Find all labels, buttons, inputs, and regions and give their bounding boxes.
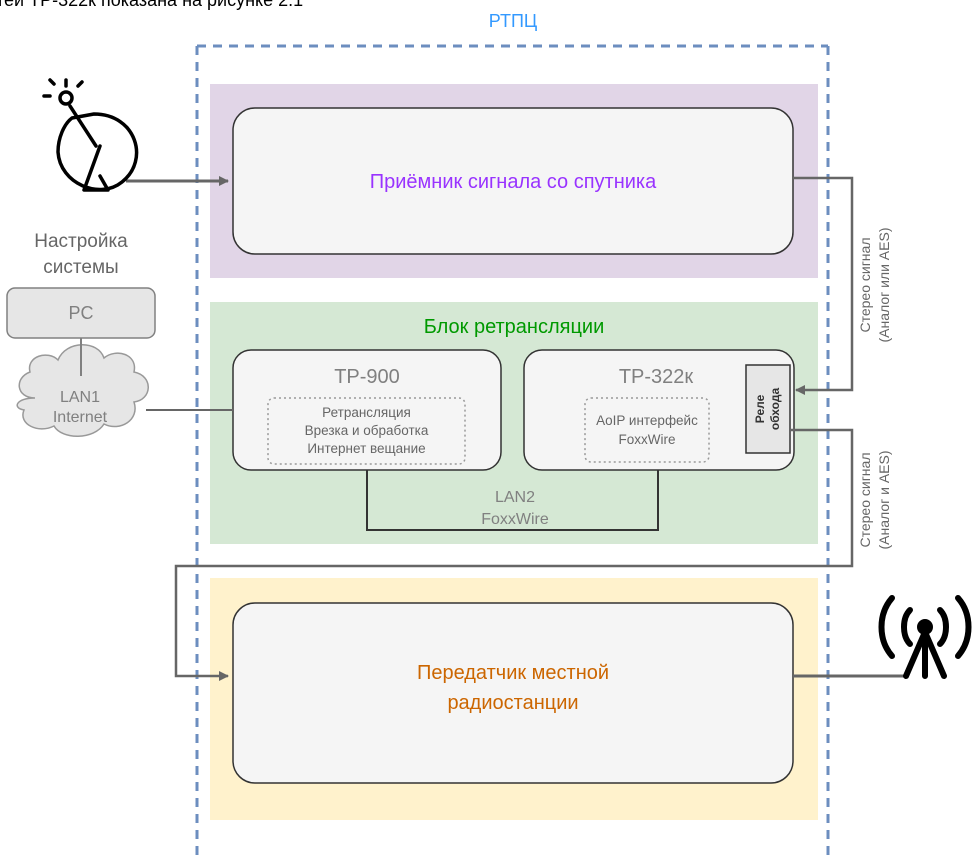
header-text: тей TP-322к показана на рисунке 2.1 xyxy=(0,0,304,10)
tp900-feature: Ретрансляция xyxy=(322,405,411,420)
tp900-feature-box xyxy=(267,397,466,465)
tp900-feature: Врезка и обработка xyxy=(304,423,429,438)
transmitter-line: радиостанции xyxy=(447,692,579,714)
receiver-label: Приёмник сигнала со спутника xyxy=(369,170,657,193)
tp322-feature-box xyxy=(584,397,710,463)
radio-antenna-icon xyxy=(878,595,972,679)
receiver-box[interactable] xyxy=(232,107,794,255)
tp900-title: TP-900 xyxy=(334,365,400,388)
tp900-features: Ретрансляция Врезка и обработка Интернет… xyxy=(268,400,465,462)
receiver-to-relay-signal-line xyxy=(793,176,854,395)
signal-top-line: Стерео сигнал xyxy=(857,237,873,333)
transmitter-line: Передатчик местной xyxy=(416,662,610,684)
satellite-dish-icon xyxy=(42,78,139,192)
tp322-feature: FoxxWire xyxy=(618,432,676,447)
signal-top-label: Стерео сигнал (Аналог или AES) xyxy=(852,200,898,370)
lan2-line: FoxxWire xyxy=(481,511,549,528)
lan2-foxxwire-line xyxy=(366,470,659,531)
tp900-feature: Интернет вещание xyxy=(307,441,426,456)
bypass-relay-box[interactable] xyxy=(745,364,791,454)
lan2-label: LAN2 FoxxWire xyxy=(455,486,575,532)
relay-block-title: Блок ретрансляции xyxy=(423,315,605,338)
lan1-label: LAN1 Internet xyxy=(30,386,130,430)
lan2-line: LAN2 xyxy=(494,489,536,506)
bypass-relay-line: обхода xyxy=(768,387,782,431)
lan1-line: Internet xyxy=(52,409,108,426)
signal-bottom-label: Стерео сигнал (Аналог и AES) xyxy=(852,415,898,585)
bypass-relay-line: Реле xyxy=(753,394,767,424)
settings-line: системы xyxy=(43,257,119,278)
tp322-feature: AoIP интерфейс xyxy=(596,413,698,428)
rtpc-label: РТПЦ xyxy=(488,10,538,31)
signal-top-line: (Аналог или AES) xyxy=(876,227,892,343)
lan1-line: LAN1 xyxy=(59,389,101,406)
settings-line: Настройка xyxy=(34,231,128,252)
relay-to-transmitter-signal-line xyxy=(174,428,854,681)
lan1-cloud xyxy=(16,344,149,437)
transmitter-box[interactable] xyxy=(232,602,794,784)
tp322-title: TP-322к xyxy=(618,365,694,388)
signal-bottom-line: (Аналог и AES) xyxy=(876,450,892,550)
tp322-features: AoIP интерфейс FoxxWire xyxy=(585,400,709,460)
settings-label: Настройка системы xyxy=(0,228,162,282)
bypass-relay-label: Реле обхода xyxy=(746,365,790,453)
pc-label: PC xyxy=(68,302,94,323)
transmitter-label: Передатчик местной радиостанции xyxy=(233,655,793,721)
signal-bottom-line: Стерео сигнал xyxy=(857,452,873,548)
